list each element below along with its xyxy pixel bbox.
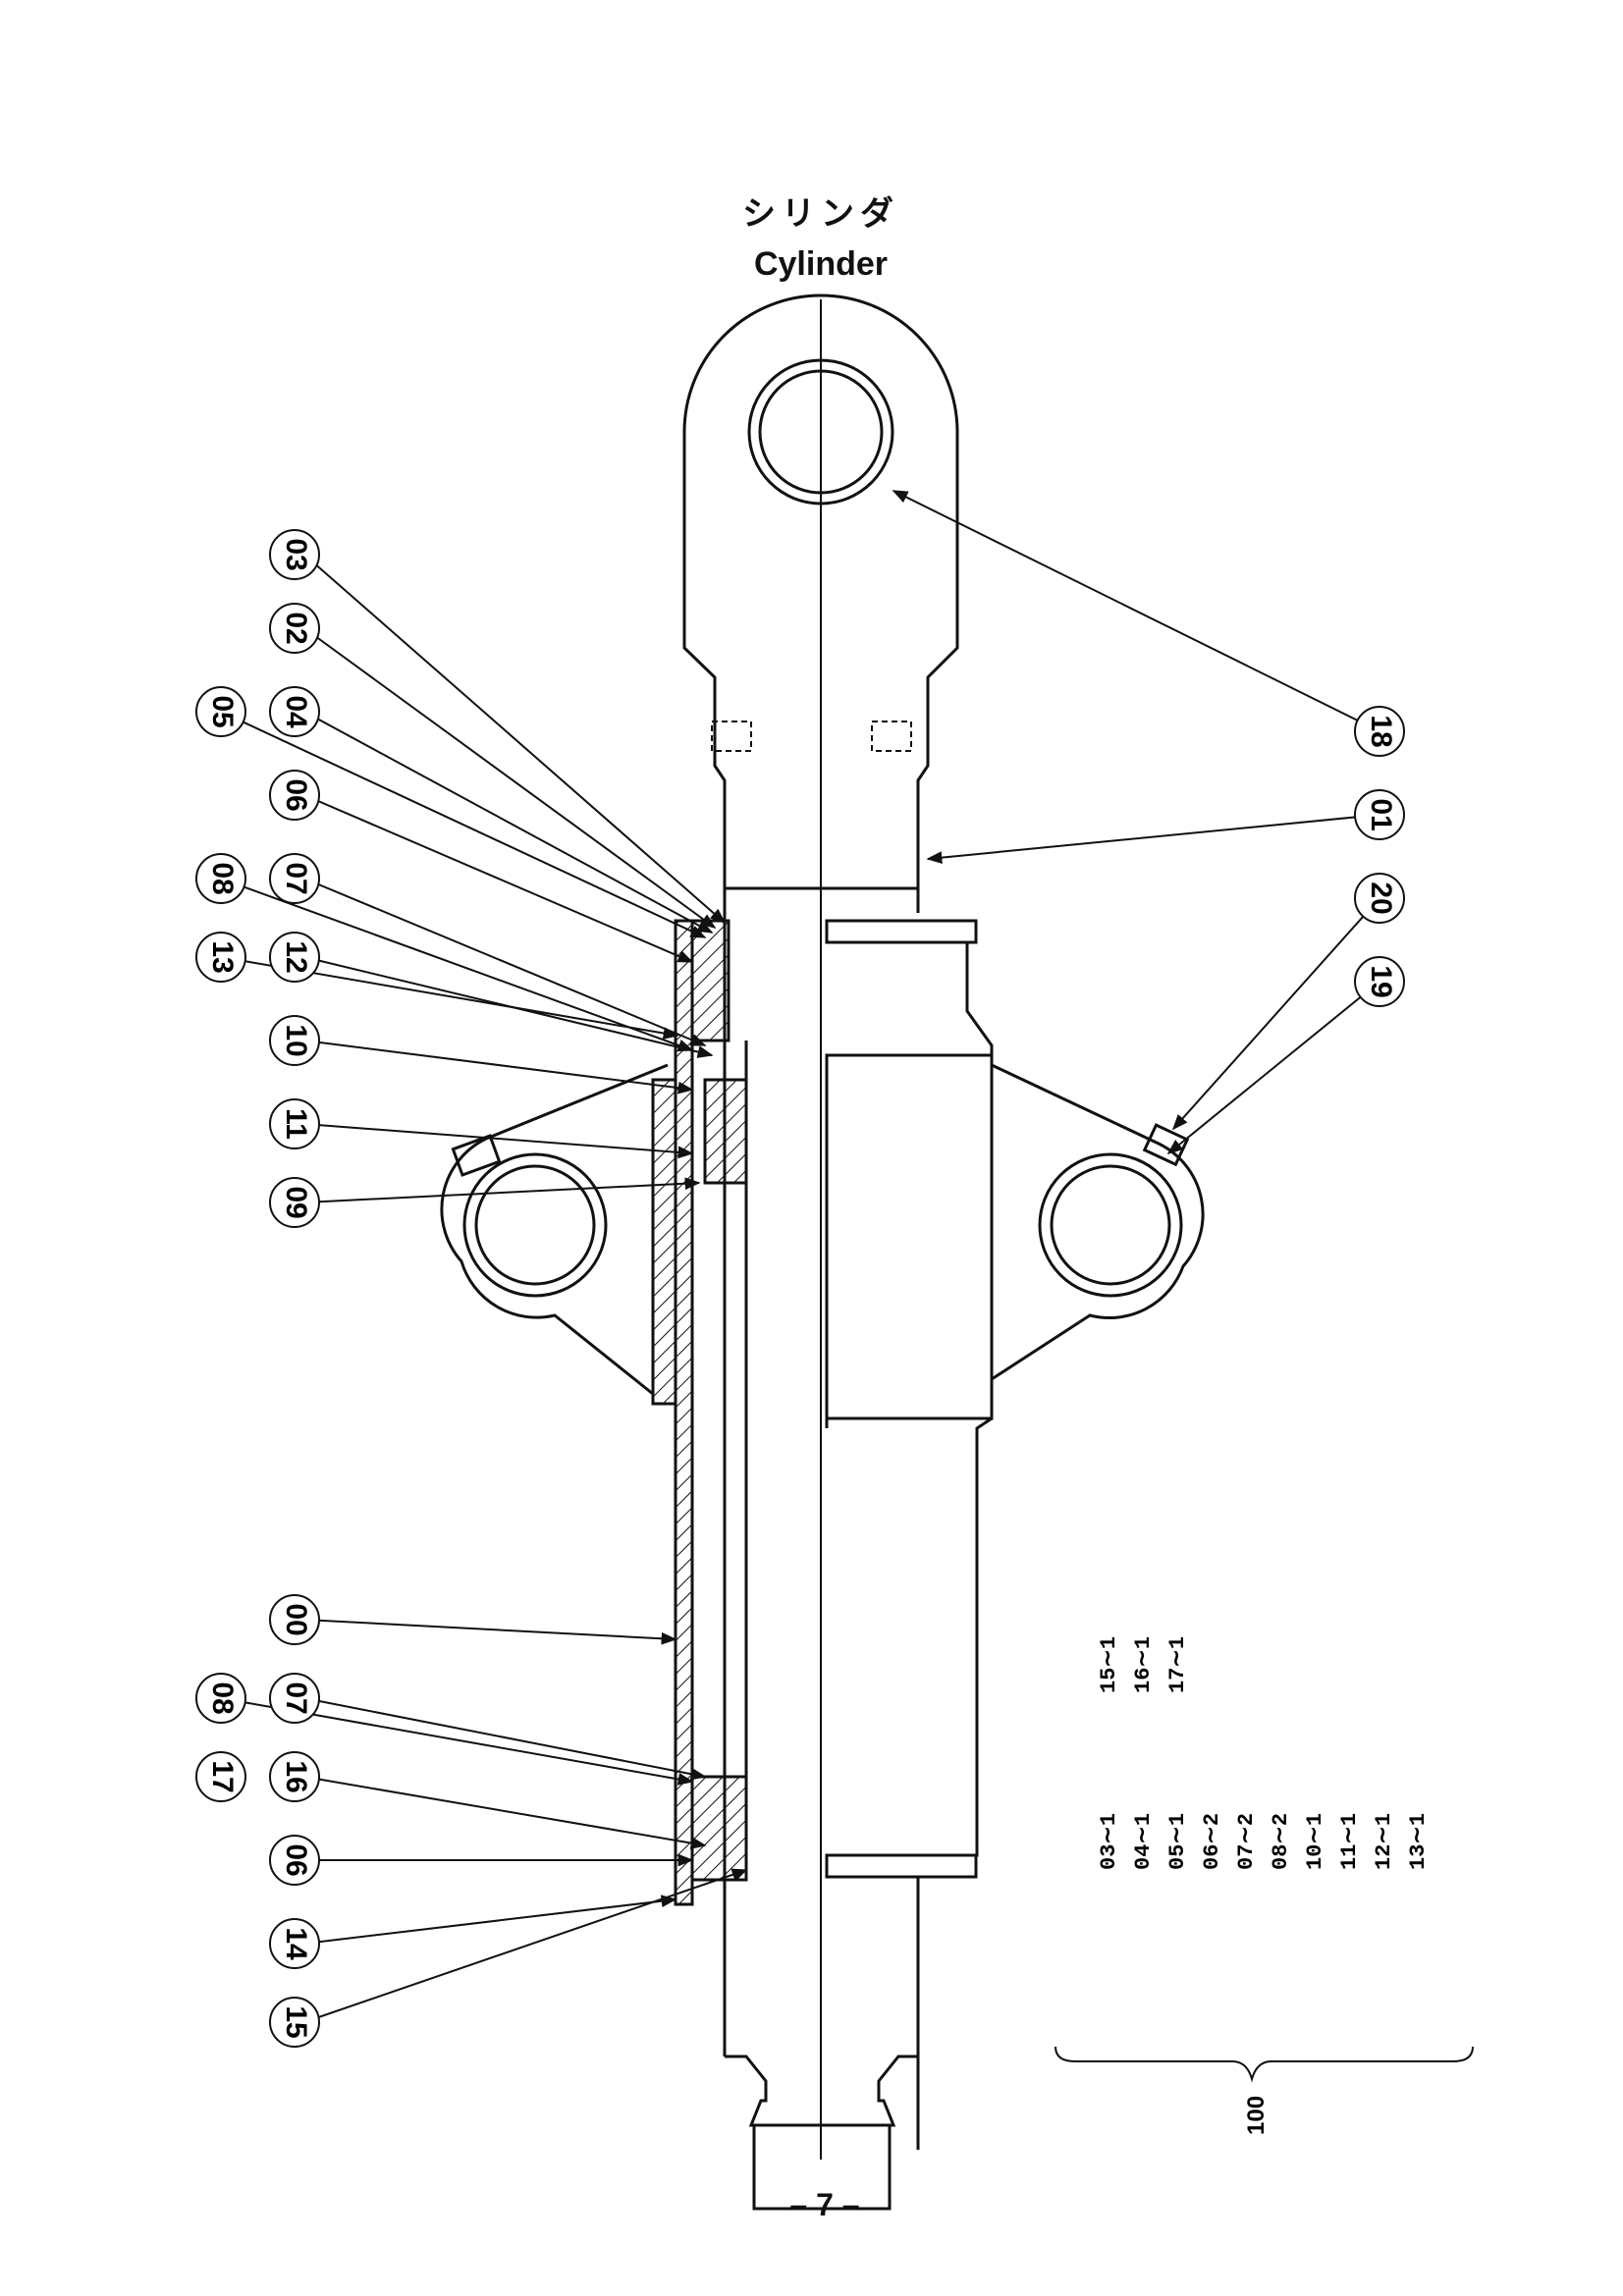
svg-text:06∼2: 06∼2 <box>1200 1813 1224 1870</box>
tube-wall <box>674 919 694 1906</box>
svg-text:13: 13 <box>206 940 239 973</box>
callout-13: 13 <box>195 932 246 983</box>
title-english: Cylinder <box>753 245 889 283</box>
callout-14: 14 <box>269 1918 320 1969</box>
svg-text:15: 15 <box>280 2005 312 2038</box>
page-number: – 7 – <box>789 2187 860 2222</box>
callout-08-b: 08 <box>195 1673 246 1724</box>
trunnion-section <box>651 1078 677 1406</box>
callout-06: 06 <box>269 770 320 821</box>
svg-text:03: 03 <box>280 538 312 570</box>
svg-text:18: 18 <box>1365 715 1397 747</box>
svg-text:04: 04 <box>280 695 312 728</box>
quantities-col1: 03∼1 04∼1 05∼1 06∼2 07∼2 08∼2 10∼1 11∼1 … <box>1097 1813 1431 1870</box>
trunnion-bushing-right-inner <box>1050 1164 1171 1286</box>
assembly-number: 100 <box>1243 2096 1270 2135</box>
callout-17: 17 <box>195 1751 246 1802</box>
svg-text:12∼1: 12∼1 <box>1372 1813 1396 1870</box>
trunnion-bushing-left-outer <box>462 1152 608 1298</box>
piston-section <box>690 1775 748 1882</box>
trunnion-bushing-right-outer <box>1038 1152 1183 1298</box>
callout-15: 15 <box>269 1997 320 2048</box>
callout-07: 07 <box>269 853 320 904</box>
callout-01: 01 <box>1354 789 1405 840</box>
callout-05: 05 <box>195 686 246 737</box>
trunnion-bushing-left-inner <box>474 1164 596 1286</box>
svg-text:10: 10 <box>280 1024 312 1056</box>
svg-text:11∼1: 11∼1 <box>1337 1813 1362 1870</box>
svg-text:08: 08 <box>206 1682 239 1714</box>
callout-03: 03 <box>269 529 320 580</box>
callout-08: 08 <box>195 853 246 904</box>
svg-text:16: 16 <box>280 1760 312 1792</box>
callout-20: 20 <box>1354 873 1405 924</box>
svg-text:14: 14 <box>280 1927 312 1960</box>
callout-06-b: 06 <box>269 1835 320 1886</box>
cylinder-body-right <box>825 1053 994 1420</box>
rod-end-block <box>752 2123 892 2211</box>
svg-text:03∼1: 03∼1 <box>1097 1813 1121 1870</box>
leader-lines <box>220 490 1380 2023</box>
svg-text:11: 11 <box>280 1108 312 1140</box>
callout-07-b: 07 <box>269 1673 320 1724</box>
svg-text:12: 12 <box>280 940 312 973</box>
svg-text:15∼1: 15∼1 <box>1097 1636 1121 1693</box>
callout-10: 10 <box>269 1015 320 1066</box>
svg-text:05: 05 <box>206 695 239 727</box>
svg-text:10∼1: 10∼1 <box>1303 1813 1327 1870</box>
svg-text:17∼1: 17∼1 <box>1165 1636 1190 1693</box>
callout-02: 02 <box>269 603 320 654</box>
svg-text:07: 07 <box>280 862 312 894</box>
svg-text:06: 06 <box>280 778 312 811</box>
gland-flange <box>825 919 978 944</box>
svg-text:08∼2: 08∼2 <box>1269 1813 1293 1870</box>
callout-12: 12 <box>269 932 320 983</box>
svg-text:04∼1: 04∼1 <box>1131 1813 1156 1870</box>
rod-eye-bushing-inner <box>758 369 884 495</box>
svg-text:06: 06 <box>280 1843 312 1876</box>
callouts: 03 02 05 04 06 08 07 13 12 10 11 09 18 0… <box>195 529 1405 2048</box>
cylinder-outline <box>440 294 1205 2211</box>
svg-text:07∼2: 07∼2 <box>1234 1813 1259 1870</box>
svg-text:17: 17 <box>206 1760 239 1792</box>
svg-text:08: 08 <box>206 862 239 894</box>
callout-04: 04 <box>269 686 320 737</box>
svg-text:07: 07 <box>280 1682 312 1714</box>
gland-section <box>690 919 730 1042</box>
svg-text:05∼1: 05∼1 <box>1165 1813 1190 1870</box>
svg-text:09: 09 <box>280 1186 312 1218</box>
trunnion-right <box>991 1063 1205 1381</box>
callout-09: 09 <box>269 1177 320 1228</box>
quantities-col2: 15∼1 16∼1 17∼1 <box>1097 1636 1190 1693</box>
svg-text:00: 00 <box>280 1603 312 1635</box>
section-view <box>651 919 748 1906</box>
title-japanese: シリンダ <box>742 194 899 234</box>
svg-text:20: 20 <box>1365 881 1397 914</box>
rod-eye-bushing-outer <box>747 358 894 506</box>
callout-19: 19 <box>1354 956 1405 1007</box>
svg-text:19: 19 <box>1365 965 1397 997</box>
quantity-list: 03∼1 04∼1 05∼1 06∼2 07∼2 08∼2 10∼1 11∼1 … <box>1055 1636 1474 2135</box>
svg-text:02: 02 <box>280 612 312 644</box>
callout-18: 18 <box>1354 706 1405 757</box>
callout-16: 16 <box>269 1751 320 1802</box>
svg-text:13∼1: 13∼1 <box>1406 1813 1431 1870</box>
svg-text:16∼1: 16∼1 <box>1131 1636 1156 1693</box>
bushing-section <box>703 1078 748 1185</box>
svg-text:01: 01 <box>1365 798 1397 830</box>
grease-nipple-left <box>451 1134 502 1177</box>
assembly-brace <box>1055 2046 1474 2083</box>
callout-00: 00 <box>269 1594 320 1645</box>
head-flange <box>825 1853 978 1879</box>
rod-eye <box>682 294 959 890</box>
callout-11: 11 <box>269 1098 320 1149</box>
